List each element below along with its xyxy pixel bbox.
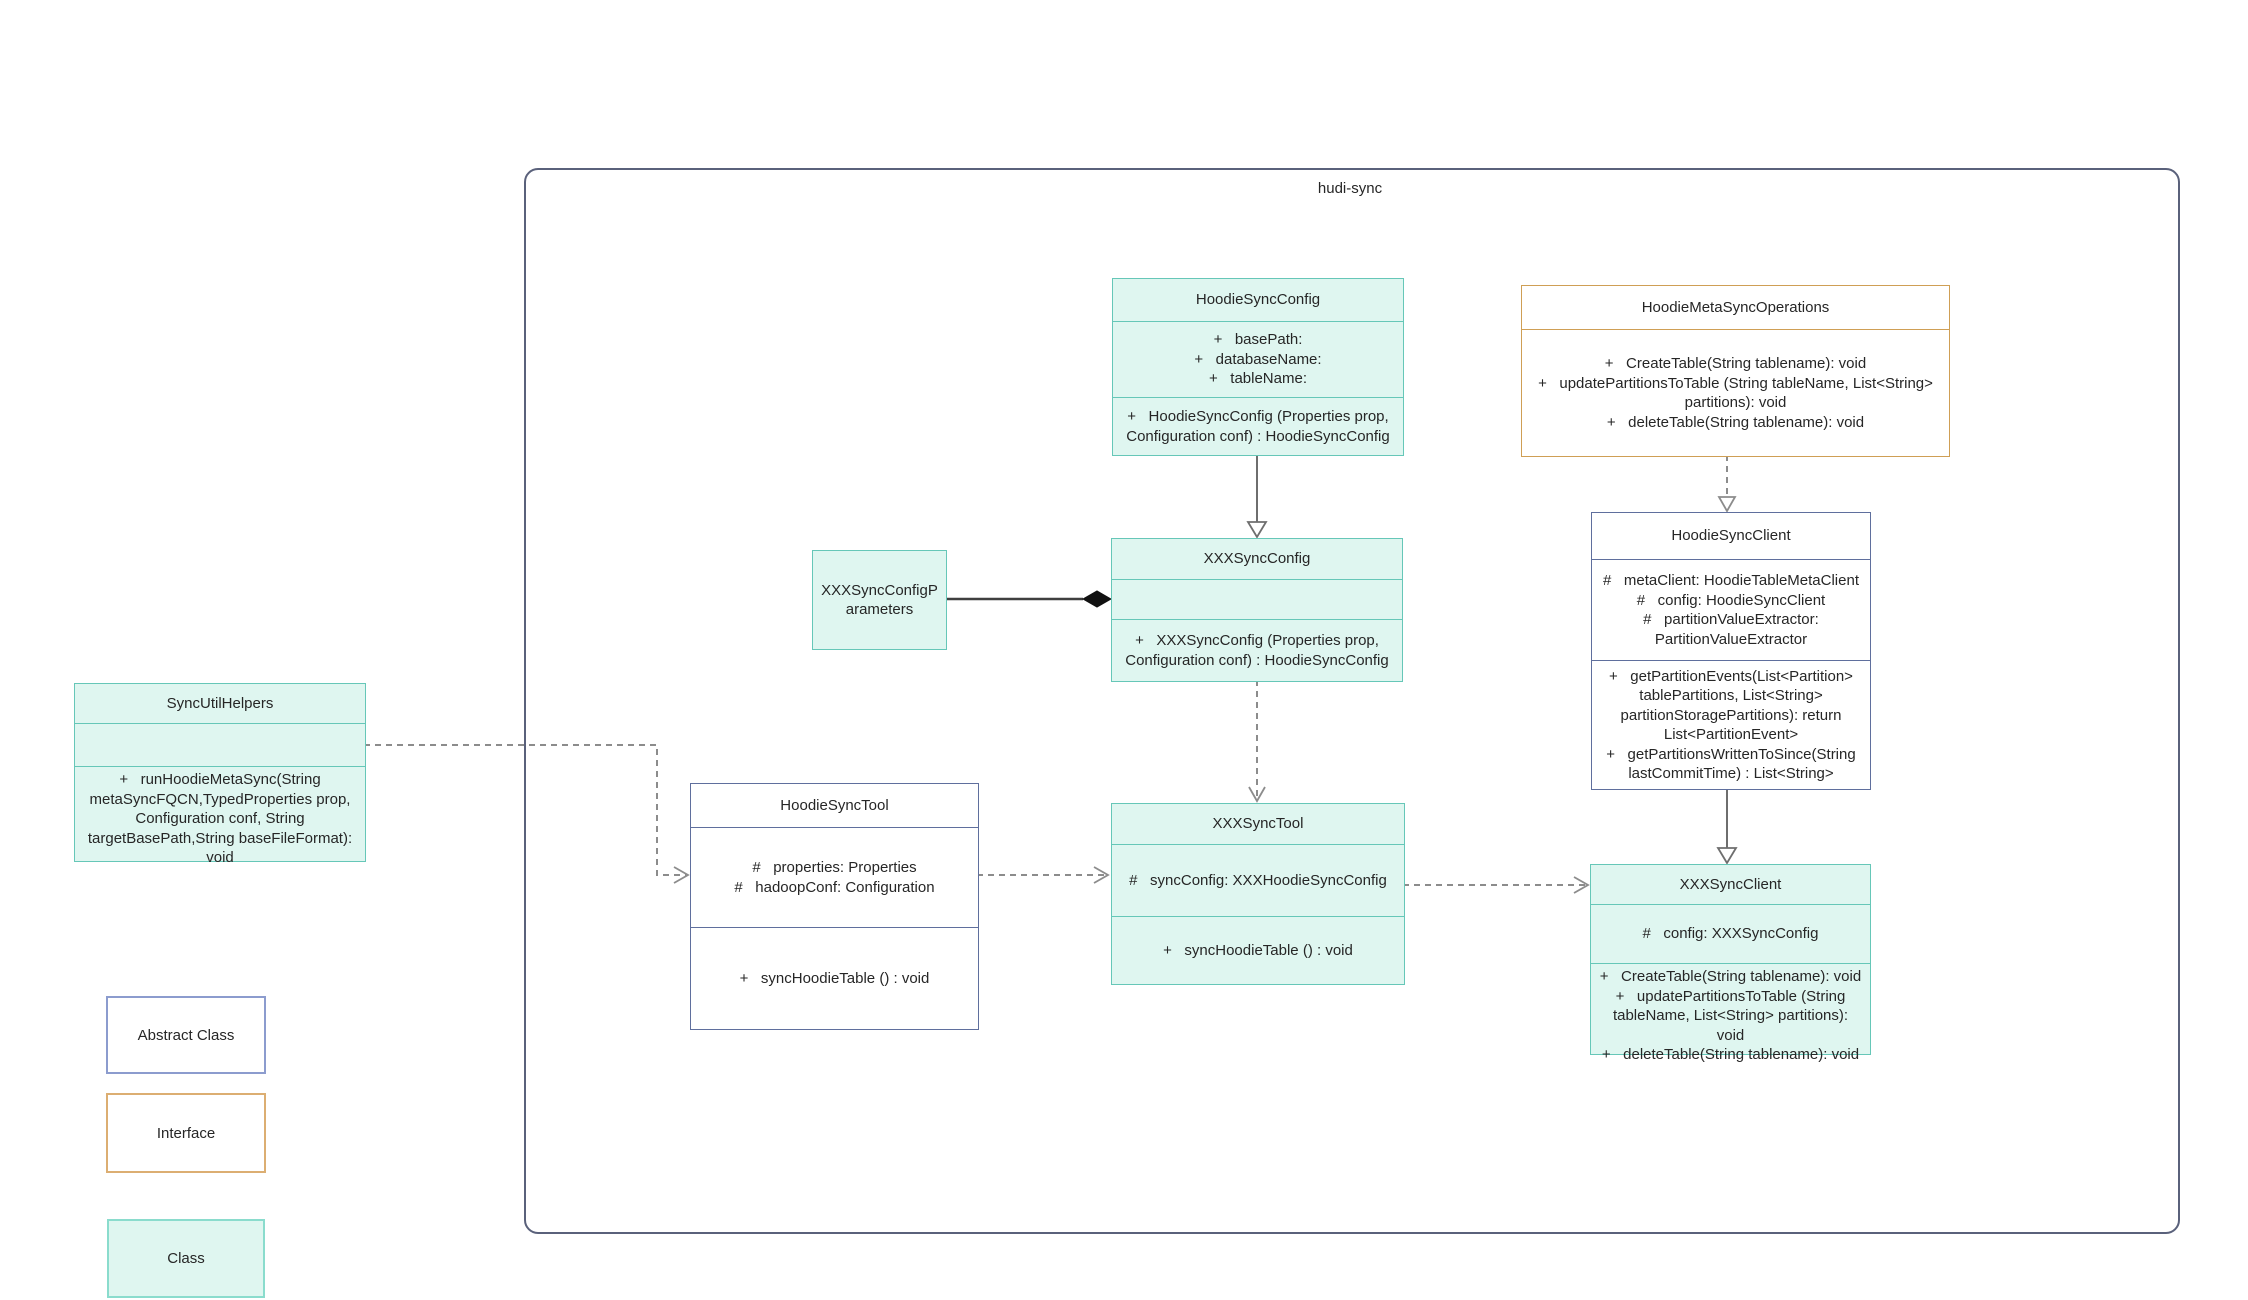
class-xxx-sync-client[interactable]: XXXSyncClient # config: XXXSyncConfig + … — [1590, 864, 1871, 1063]
member-line: + getPartitionsWrittenToSince(String las… — [1606, 745, 1856, 783]
class-hoodie-meta-sync-operations[interactable]: HoodieMetaSyncOperations + CreateTable(S… — [1521, 285, 1950, 457]
member-line: # config: XXXSyncConfig — [1642, 925, 1819, 943]
member-line: # syncConfig: XXXHoodieSyncConfig — [1129, 871, 1387, 889]
class-xxx-sync-config-parameters[interactable]: XXXSyncConfigParameters — [812, 550, 947, 650]
class-xxx-sync-tool[interactable]: XXXSyncTool # syncConfig: XXXHoodieSyncC… — [1111, 803, 1405, 985]
member-line: + basePath: — [1213, 331, 1303, 349]
class-methods: + CreateTable(String tablename): void + u… — [1522, 329, 1949, 456]
legend-abstract-class-label: Abstract Class — [137, 1026, 235, 1044]
member-line: + CreateTable(String tablename): void — [1604, 355, 1867, 372]
member-line: # partitionValueExtractor: PartitionValu… — [1643, 611, 1819, 648]
class-title: XXXSyncConfigParameters — [821, 581, 938, 619]
member-line: # hadoopConf: Configuration — [734, 878, 935, 896]
class-title: XXXSyncClient — [1679, 875, 1782, 893]
member-line: + updatePartitionsToTable (String tableN… — [1612, 987, 1849, 1044]
legend-abstract-class: Abstract Class — [106, 996, 266, 1074]
class-methods: + getPartitionEvents(List<Partition> tab… — [1592, 660, 1870, 789]
hudi-sync-container-label: hudi-sync — [1317, 180, 1383, 197]
class-title: HoodieMetaSyncOperations — [1641, 298, 1830, 316]
class-title: HoodieSyncClient — [1671, 527, 1791, 545]
member-line: # config: HoodieSyncClient — [1636, 591, 1826, 609]
member-line: + syncHoodieTable () : void — [1163, 941, 1353, 959]
member-line: + deleteTable(String tablename): void — [1606, 413, 1865, 431]
class-xxx-sync-config[interactable]: XXXSyncConfig + XXXSyncConfig (Propertie… — [1111, 538, 1403, 682]
class-methods: + CreateTable(String tablename): void + u… — [1591, 963, 1870, 1068]
class-methods: + syncHoodieTable () : void — [691, 927, 978, 1029]
class-methods: + syncHoodieTable () : void — [1112, 916, 1404, 984]
member-line: # properties: Properties — [752, 859, 917, 876]
class-attributes — [75, 723, 365, 766]
class-attributes — [1112, 579, 1402, 619]
class-title: HoodieSyncTool — [780, 796, 889, 814]
class-hoodie-sync-client[interactable]: HoodieSyncClient # metaClient: HoodieTab… — [1591, 512, 1871, 790]
member-line: + HoodieSyncConfig (Properties prop, Con… — [1126, 408, 1390, 445]
member-line: + getPartitionEvents(List<Partition> tab… — [1609, 667, 1853, 744]
class-sync-util-helpers[interactable]: SyncUtilHelpers + runHoodieMetaSync(Stri… — [74, 683, 366, 866]
class-attributes: # config: XXXSyncConfig — [1591, 904, 1870, 963]
legend-interface: Interface — [106, 1093, 266, 1173]
member-line: + updatePartitionsToTable (String tableN… — [1538, 374, 1933, 412]
class-methods: + HoodieSyncConfig (Properties prop, Con… — [1113, 397, 1403, 455]
class-methods: + runHoodieMetaSync(String metaSyncFQCN,… — [75, 766, 365, 871]
class-title: HoodieSyncConfig — [1195, 291, 1321, 309]
class-attributes: # syncConfig: XXXHoodieSyncConfig — [1112, 844, 1404, 916]
member-line: + syncHoodieTable () : void — [739, 969, 930, 987]
class-attributes: # properties: Properties # hadoopConf: Co… — [691, 827, 978, 927]
class-attributes: + basePath:+ databaseName: + tableName: — [1113, 321, 1403, 397]
member-line: + CreateTable(String tablename): void — [1599, 968, 1862, 985]
legend-class-label: Class — [167, 1250, 205, 1267]
member-line: + XXXSyncConfig (Properties prop, Config… — [1125, 632, 1389, 669]
class-title: XXXSyncConfig — [1203, 550, 1311, 568]
class-methods: + XXXSyncConfig (Properties prop, Config… — [1112, 619, 1402, 681]
member-line: + runHoodieMetaSync(String metaSyncFQCN,… — [87, 771, 353, 866]
class-hoodie-sync-tool[interactable]: HoodieSyncTool # properties: Properties#… — [690, 783, 979, 1030]
class-attributes: # metaClient: HoodieTableMetaClient # con… — [1592, 559, 1870, 660]
class-title: SyncUtilHelpers — [166, 694, 274, 712]
member-line: + tableName: — [1209, 370, 1307, 388]
legend-class: Class — [107, 1219, 265, 1298]
legend-interface-label: Interface — [156, 1124, 216, 1142]
class-hoodie-sync-config[interactable]: HoodieSyncConfig + basePath:+ databaseNa… — [1112, 278, 1404, 456]
member-line: # metaClient: HoodieTableMetaClient — [1603, 572, 1859, 589]
class-title: XXXSyncTool — [1212, 815, 1304, 833]
member-line: + databaseName: — [1194, 350, 1322, 368]
member-line: + deleteTable(String tablename): void — [1601, 1046, 1860, 1063]
